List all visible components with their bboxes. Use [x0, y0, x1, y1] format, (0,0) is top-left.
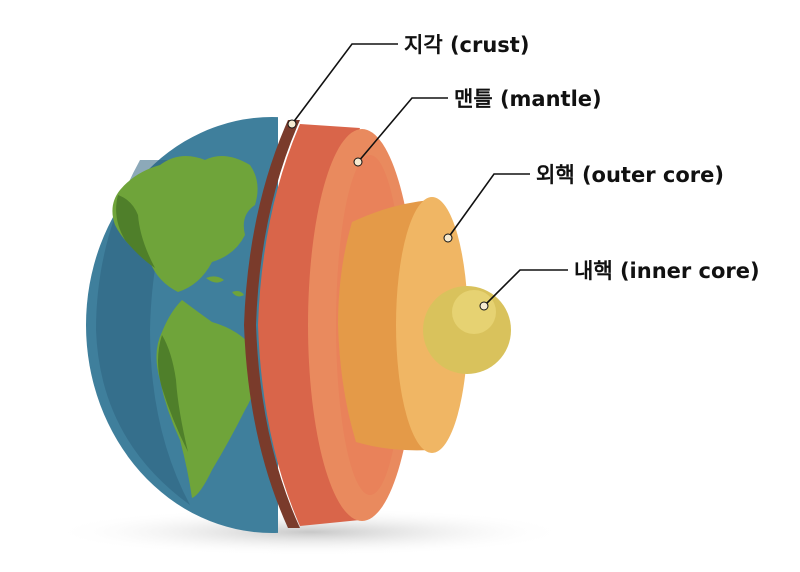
label-crust: 지각 (crust) — [404, 33, 529, 57]
ground-shadow — [50, 508, 570, 556]
continent-north-america-shade — [116, 195, 155, 268]
continent-south-america-shade — [158, 335, 188, 452]
marker-mantle — [353, 157, 363, 167]
marker-inner-core — [479, 301, 489, 311]
inner-core — [423, 286, 511, 374]
leader-crust — [291, 43, 398, 125]
label-inner-core: 내핵 (inner core) — [574, 259, 760, 283]
globe — [86, 117, 278, 533]
leader-outer-core — [447, 173, 530, 239]
leader-mantle — [357, 97, 448, 163]
crust-cut-face — [244, 120, 300, 528]
leader-dots — [287, 119, 489, 311]
inner-core-highlight — [452, 290, 496, 334]
label-outer-core: 외핵 (outer core) — [536, 163, 724, 187]
leader-inner-core — [483, 269, 568, 307]
marker-crust — [287, 119, 297, 129]
continent-south-america — [156, 300, 258, 498]
ocean-shade — [96, 160, 190, 505]
marker-outer-core — [443, 233, 453, 243]
label-mantle: 맨틀 (mantle) — [454, 87, 602, 111]
leader-lines — [291, 43, 568, 307]
islands — [206, 276, 244, 297]
